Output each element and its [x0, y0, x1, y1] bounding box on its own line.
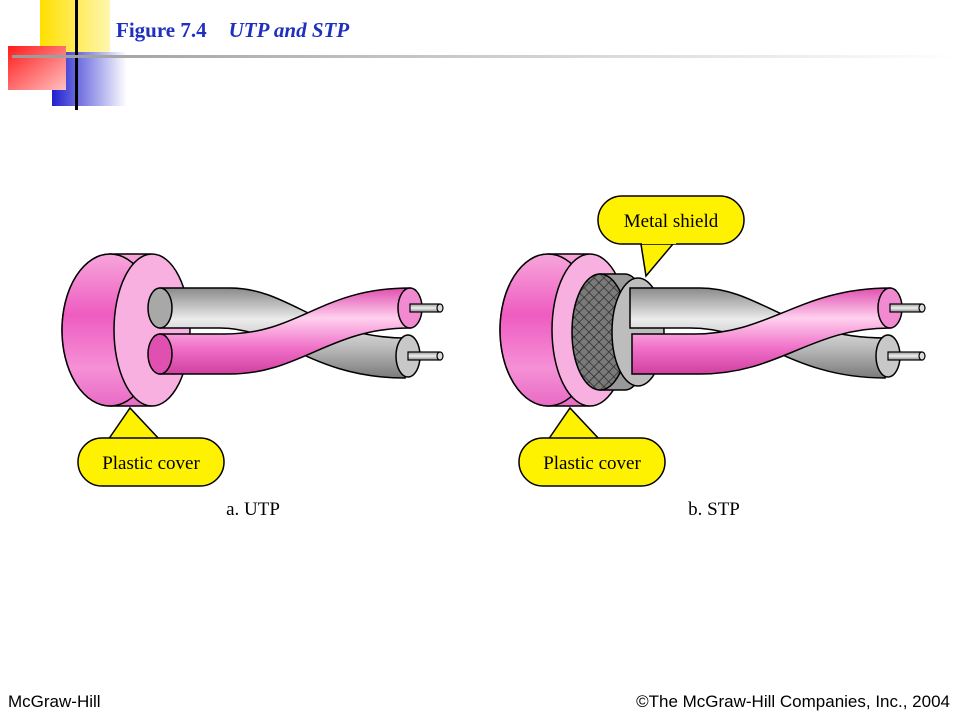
utp-callout-bubble [77, 437, 225, 487]
utp-wire-top [409, 303, 441, 313]
stp-wire-top-tip [918, 303, 926, 313]
footer-copyright: ©The McGraw-Hill Companies, Inc., 2004 [636, 692, 950, 711]
stp-wire-bottom-tip [918, 351, 926, 361]
horizontal-rule [12, 55, 960, 58]
stp-plastic-cover-callout: Plastic cover [518, 406, 666, 487]
stp-cover-callout-bubble [518, 437, 666, 487]
stp-wire-bottom [887, 351, 923, 361]
stp-cable [499, 253, 926, 407]
utp-jacket-face [113, 253, 191, 407]
utp-gray-back-end [147, 287, 173, 329]
stp-metal-shield-callout: Metal shield [597, 195, 745, 278]
stp-cover-callout-text: Plastic cover [543, 453, 641, 474]
utp-callout-text: Plastic cover [102, 453, 200, 474]
stp-shield-callout-text: Metal shield [624, 211, 719, 232]
stp-wire-top [889, 303, 923, 313]
utp-wire-bottom-tip [436, 351, 444, 361]
red-block [8, 46, 66, 90]
utp-cable [61, 253, 444, 407]
stp-cover-callout-pointer [546, 406, 602, 441]
utp-wire-top-tip [436, 303, 444, 313]
figure-number: Figure 7.4 [116, 18, 207, 42]
utp-pink-back-end [147, 333, 173, 375]
utp-callout-pointer [106, 406, 162, 441]
slide-header [0, 0, 960, 110]
footer-publisher: McGraw-Hill [8, 692, 101, 711]
utp-plastic-cover-callout: Plastic cover [77, 406, 225, 487]
utp-caption: a. UTP [226, 499, 280, 520]
header-decoration [8, 0, 960, 110]
figure-name: UTP and STP [228, 18, 350, 42]
utp-wire-bottom [407, 351, 441, 361]
stp-caption: b. STP [688, 499, 740, 520]
figure-title: Figure 7.4 UTP and STP [116, 18, 349, 43]
